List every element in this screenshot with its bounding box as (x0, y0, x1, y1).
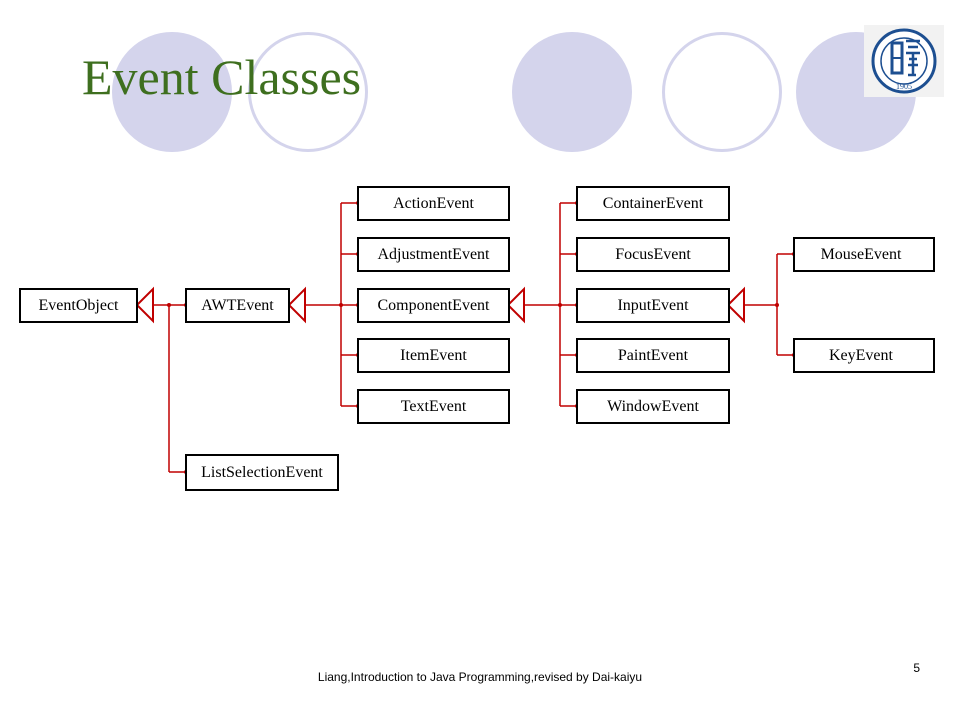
slide-title: Event Classes (82, 49, 362, 105)
inheritance-arrowhead (135, 286, 154, 324)
inheritance-arrowhead (726, 286, 745, 324)
inheritance-arrowhead (506, 286, 525, 324)
class-box-input-event: InputEvent (576, 288, 730, 323)
class-label-window-event: WindowEvent (607, 398, 699, 415)
class-box-event-object: EventObject (19, 288, 138, 323)
class-label-container-event: ContainerEvent (603, 195, 704, 212)
class-label-paint-event: PaintEvent (618, 347, 689, 364)
slide-footer: Liang,Introduction to Java Programming,r… (317, 670, 643, 684)
class-box-mouse-event: MouseEvent (793, 237, 935, 272)
class-label-awt-event: AWTEvent (201, 297, 274, 314)
class-box-text-event: TextEvent (357, 389, 510, 424)
inheritance-arrowhead (287, 286, 306, 324)
class-box-container-event: ContainerEvent (576, 186, 730, 221)
decor-circle (512, 32, 632, 152)
class-label-action-event: ActionEvent (393, 195, 474, 212)
class-box-key-event: KeyEvent (793, 338, 935, 373)
class-label-input-event: InputEvent (617, 297, 689, 314)
class-box-window-event: WindowEvent (576, 389, 730, 424)
class-label-event-object: EventObject (39, 297, 120, 314)
decor-circle (112, 32, 232, 152)
class-box-item-event: ItemEvent (357, 338, 510, 373)
class-box-action-event: ActionEvent (357, 186, 510, 221)
class-label-list-selection-event: ListSelectionEvent (201, 464, 323, 481)
class-label-component-event: ComponentEvent (378, 297, 491, 314)
page-number: 5 (913, 661, 920, 675)
decor-circle (248, 32, 368, 152)
class-box-list-selection-event: ListSelectionEvent (185, 454, 339, 491)
class-box-component-event: ComponentEvent (357, 288, 510, 323)
decor-circle (662, 32, 782, 152)
class-label-item-event: ItemEvent (400, 347, 467, 364)
class-label-mouse-event: MouseEvent (821, 246, 902, 263)
class-label-key-event: KeyEvent (829, 347, 894, 364)
class-box-adjustment-event: AdjustmentEvent (357, 237, 510, 272)
class-label-text-event: TextEvent (401, 398, 467, 415)
university-logo: 1905 (864, 25, 944, 97)
class-box-awt-event: AWTEvent (185, 288, 290, 323)
svg-text:1905: 1905 (896, 82, 912, 91)
class-label-focus-event: FocusEvent (615, 246, 691, 263)
class-label-adjustment-event: AdjustmentEvent (378, 246, 491, 263)
class-box-focus-event: FocusEvent (576, 237, 730, 272)
class-box-paint-event: PaintEvent (576, 338, 730, 373)
seal-icon: 1905 (871, 28, 937, 94)
